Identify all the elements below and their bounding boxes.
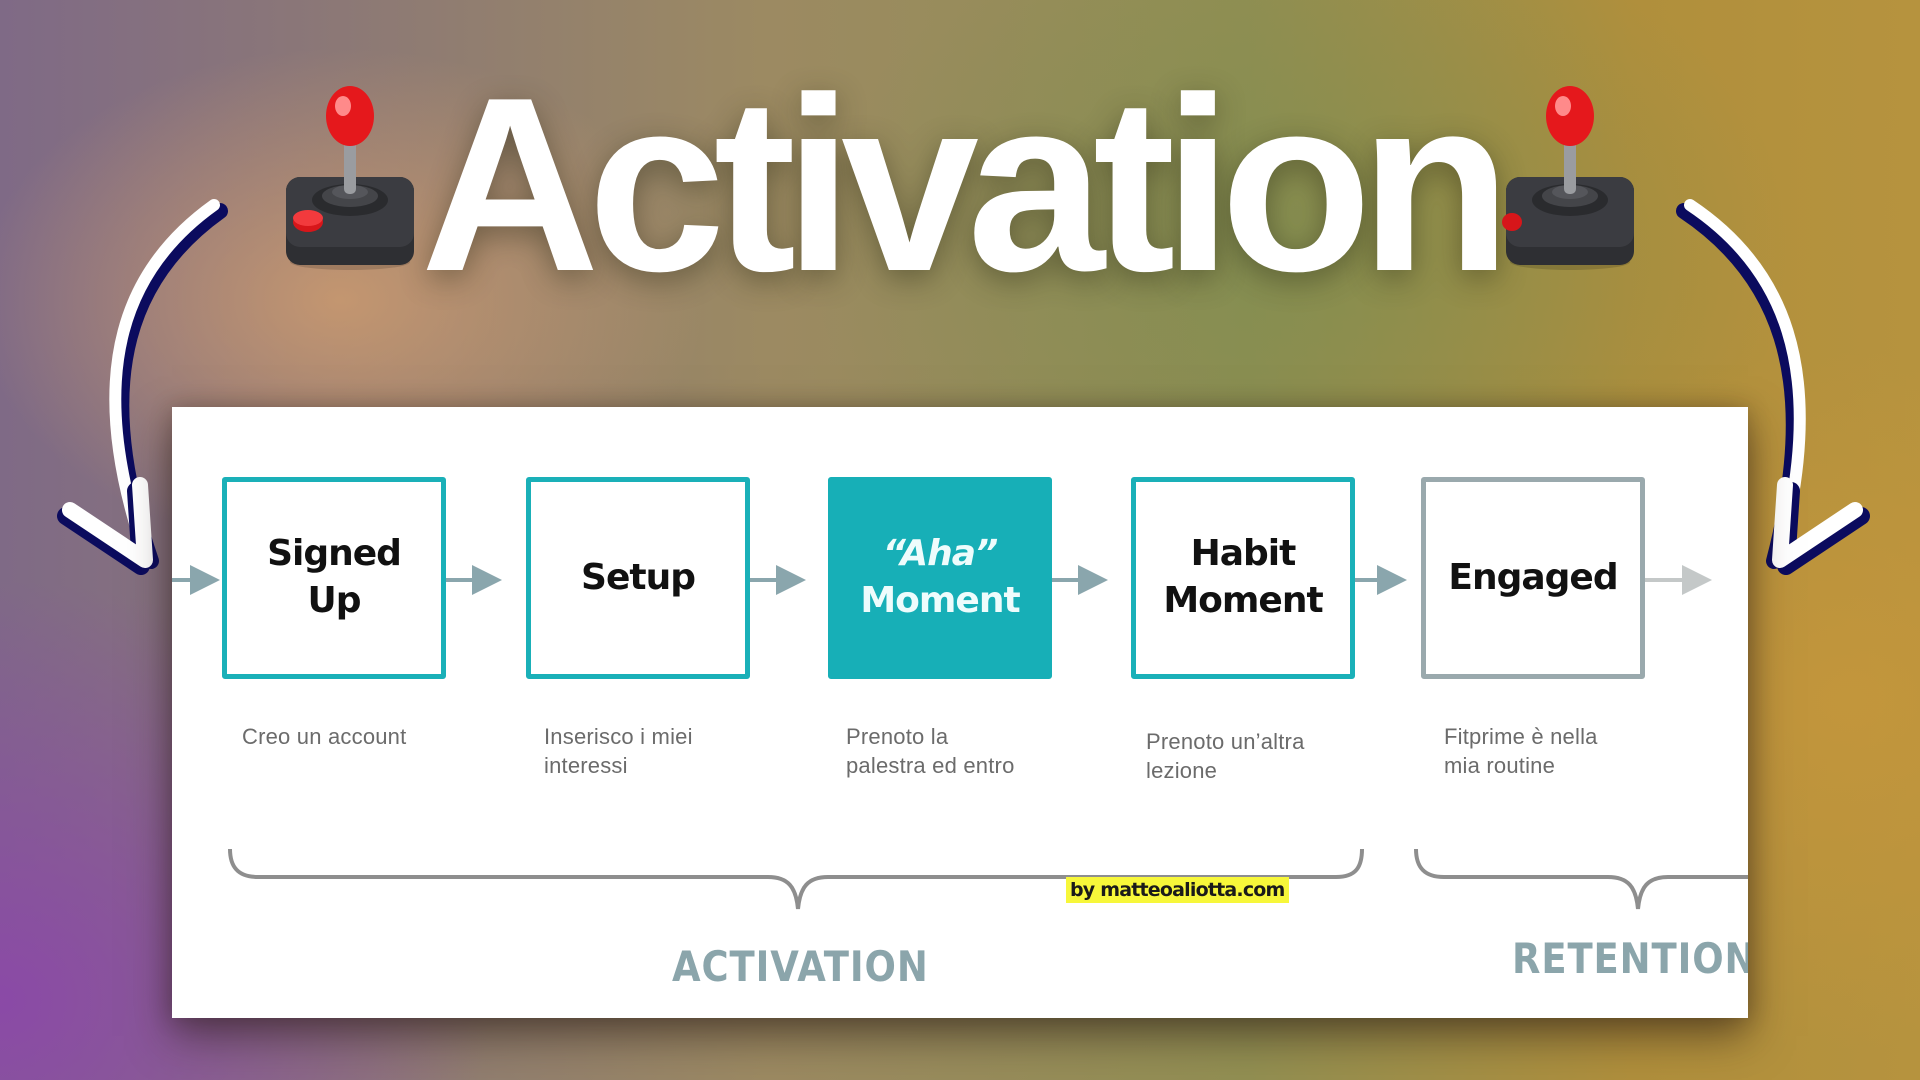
retention-brace [1414, 847, 1748, 917]
stage-title: Up [307, 580, 361, 621]
stage-title: Moment [860, 580, 1020, 621]
watermark-credit: by matteoaliotta.com [1066, 877, 1289, 903]
stage-description: Fitprime è nella mia routine [1444, 724, 1598, 778]
arrow-right-icon [190, 565, 220, 595]
activation-brace [228, 847, 1368, 917]
group-label-retention: RETENTION [1512, 934, 1748, 983]
stage-title: Signed [267, 533, 402, 575]
stage-description: Prenoto un’altra lezione [1146, 729, 1305, 783]
connector-line [1645, 578, 1685, 582]
stage-description: Inserisco i miei interessi [544, 724, 693, 778]
page-title: Activation [420, 45, 1512, 323]
connector-line [1355, 578, 1381, 582]
connector-line [750, 578, 780, 582]
stage-habit-moment: Habit Moment [1131, 477, 1355, 679]
stage-description: Creo un account [242, 724, 407, 749]
funnel-diagram-card: Signed Up Setup “Aha” Moment Habit Momen… [172, 407, 1748, 1018]
joystick-icon [1500, 82, 1640, 272]
stage-engaged: Engaged [1421, 477, 1645, 679]
stage-title: Setup [581, 556, 696, 598]
stage-title: Habit [1190, 533, 1297, 575]
arrow-right-icon [472, 565, 502, 595]
stage-aha-moment: “Aha” Moment [828, 477, 1052, 679]
connector-line [446, 578, 476, 582]
group-label-activation: ACTIVATION [672, 942, 929, 991]
arrow-right-icon [1377, 565, 1407, 595]
stage-description: Prenoto la palestra ed entro [846, 724, 1015, 778]
curved-arrow-down-icon [1670, 185, 1870, 585]
arrow-right-icon [776, 565, 806, 595]
arrow-right-icon [1682, 565, 1712, 595]
connector-line [1052, 578, 1082, 582]
joystick-icon [280, 82, 420, 272]
stage-title: Moment [1163, 580, 1323, 621]
stage-setup: Setup [526, 477, 750, 679]
stage-signed-up: Signed Up [222, 477, 446, 679]
stage-title: “Aha” [882, 533, 999, 575]
stage-title: Engaged [1448, 556, 1618, 598]
curved-arrow-down-icon [50, 185, 250, 585]
arrow-right-icon [1078, 565, 1108, 595]
connector-line [172, 578, 192, 582]
